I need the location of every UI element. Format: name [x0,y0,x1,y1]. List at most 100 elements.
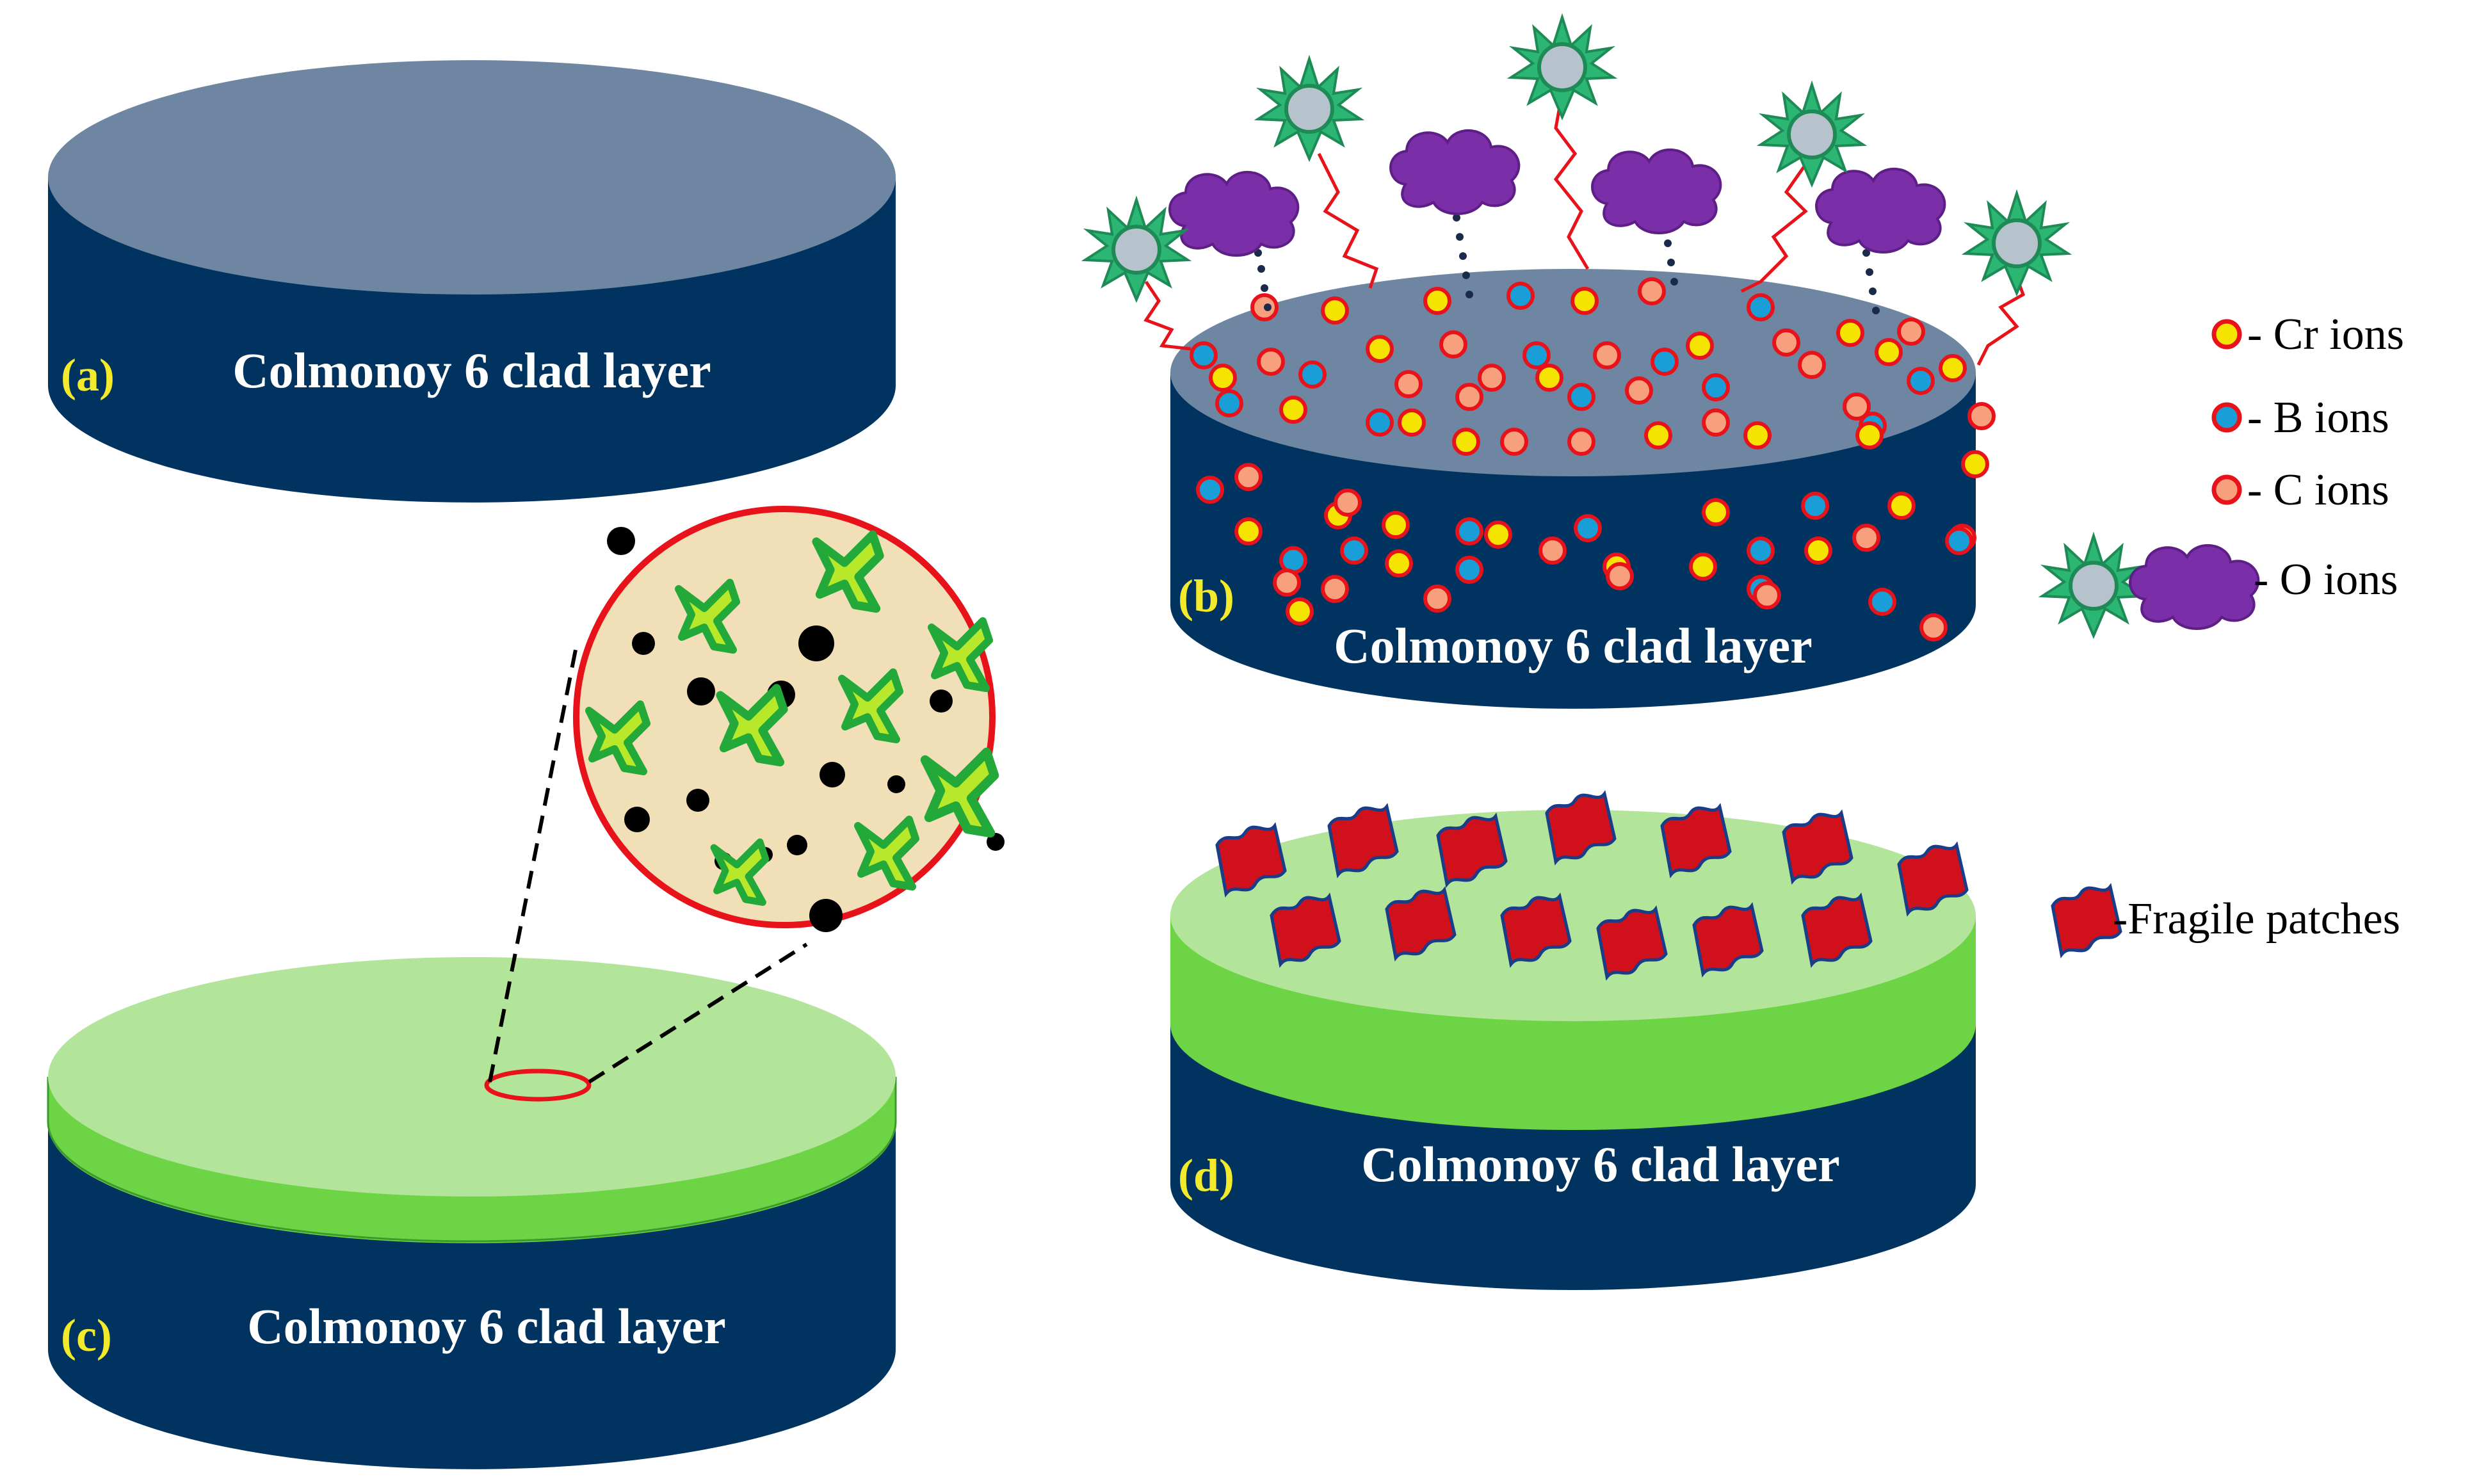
cr-ion-marker [1836,319,1864,347]
cr-ion-marker [1887,492,1916,520]
panel-c-label: (c) [61,1310,112,1361]
c-ion-marker [1234,463,1263,491]
cr-ion-marker [1804,536,1832,565]
c-ion-marker [1897,318,1925,346]
b-ion-marker [1574,514,1602,542]
panel-b-label: (b) [1178,570,1234,622]
oxide-grain [716,684,788,767]
panel-a-label: (a) [61,350,115,401]
c-ion-marker [1967,402,1996,430]
cr-ion-marker [1535,364,1563,392]
carbide-particle [687,677,715,706]
legend-b-marker [2211,402,2242,433]
cr-ion-marker [1279,396,1307,424]
c-ion-marker [1500,428,1528,456]
cr-ion-marker [1286,597,1314,625]
c-ion-marker [1273,569,1301,597]
b-ion-marker [1455,556,1483,584]
panel-b-title: Colmonoy 6 clad layer [1334,618,1812,673]
b-ion-marker [1215,389,1243,417]
cr-ion-marker [1644,421,1672,449]
b-ion-marker [1298,360,1327,389]
c-ion-marker [1478,364,1506,392]
c-ion-marker [1538,536,1567,565]
oxide-grain [710,838,770,906]
oxygen-stars [1085,17,2068,300]
c-ion-marker [1852,524,1880,552]
carbide-particle [930,690,953,713]
cr-ion-marker [1875,338,1903,366]
legend-patch-text: -Fragile patches [2113,894,2400,944]
cr-ion-marker [1423,287,1451,315]
b-ion-marker [1945,527,1973,555]
cr-ion-marker [1743,421,1772,449]
cr-ion-marker [1571,287,1599,315]
cr-ion-marker [1385,549,1413,577]
carbide-particle [887,775,905,793]
c-ion-marker [1439,330,1467,359]
cr-ion-marker [1961,450,1989,478]
panel-b-ions [1190,277,1996,641]
c-ion-marker [1772,328,1800,357]
cr-ion-marker [1321,296,1349,325]
legend-patch-icon [2053,887,2120,955]
cr-ion-marker [1366,335,1394,363]
cr-ion-marker [1209,364,1237,392]
panel-a-title: Colmonoy 6 clad layer [232,343,711,398]
b-ion-marker [1190,341,1218,369]
panel-c-title: Colmonoy 6 clad layer [247,1298,725,1354]
c-ion-marker [1321,575,1349,603]
b-ion-marker [1747,293,1775,321]
b-ion-marker [1747,536,1775,565]
legend-o-text: - O ions [2254,555,2398,604]
carbide-particle [624,807,650,832]
legend-cr-marker [2211,319,2242,350]
legend-b-text: - B ions [2247,393,2389,442]
oxygen-paths [1143,92,2026,366]
c-ion-marker [1753,581,1781,609]
oxygen-dots [1254,214,1880,314]
b-ion-marker [1506,282,1535,310]
panel-d-title: Colmonoy 6 clad layer [1361,1136,1839,1192]
legend-c-text: - C ions [2247,465,2389,515]
legend-d: -Fragile patches [2053,887,2400,955]
c-ion-marker [1567,428,1595,456]
cr-ion-marker [1484,520,1512,549]
microstructure-zoom [573,506,1005,932]
b-ion-marker [1868,588,1896,616]
cr-ion-marker [1234,517,1263,545]
panel-d-label: (d) [1178,1150,1234,1201]
legend-o-cloud-icon [2129,544,2260,630]
c-ion-marker [1798,351,1826,379]
cr-ion-marker [1382,511,1410,539]
b-ion-marker [1801,492,1829,520]
c-ion-marker [1638,277,1666,305]
legend-cr-text: - Cr ions [2247,310,2404,359]
c-ion-marker [1625,376,1653,405]
oxide-grain [854,816,919,891]
carbide-particle [787,835,807,855]
panel-d-cylinder: (d) Colmonoy 6 clad layer [1170,810,1976,1290]
legend-c-marker [2211,474,2242,505]
cr-ion-marker [1452,428,1480,456]
carbide-particle [607,527,635,555]
c-ion-marker [1606,562,1634,590]
b-ion-marker [1567,383,1595,411]
carbide-particle [686,789,709,812]
c-ion-marker [1394,370,1423,398]
b-ion-marker [1366,408,1394,437]
zoom-lines [488,646,808,1084]
oxide-grain [675,579,740,654]
c-ion-marker [1593,341,1621,369]
c-ion-marker [1919,613,1948,641]
cr-ion-marker [1855,421,1884,449]
b-ion-marker [1340,536,1368,565]
oxide-grain [838,668,903,743]
c-ion-marker [1423,585,1451,613]
carbide-particle [632,632,655,655]
oxide-grain [812,530,884,613]
panel-b-cylinder: (b) Colmonoy 6 clad layer [1170,269,1976,709]
oxide-grain [585,700,650,775]
b-ion-marker [1651,348,1679,376]
